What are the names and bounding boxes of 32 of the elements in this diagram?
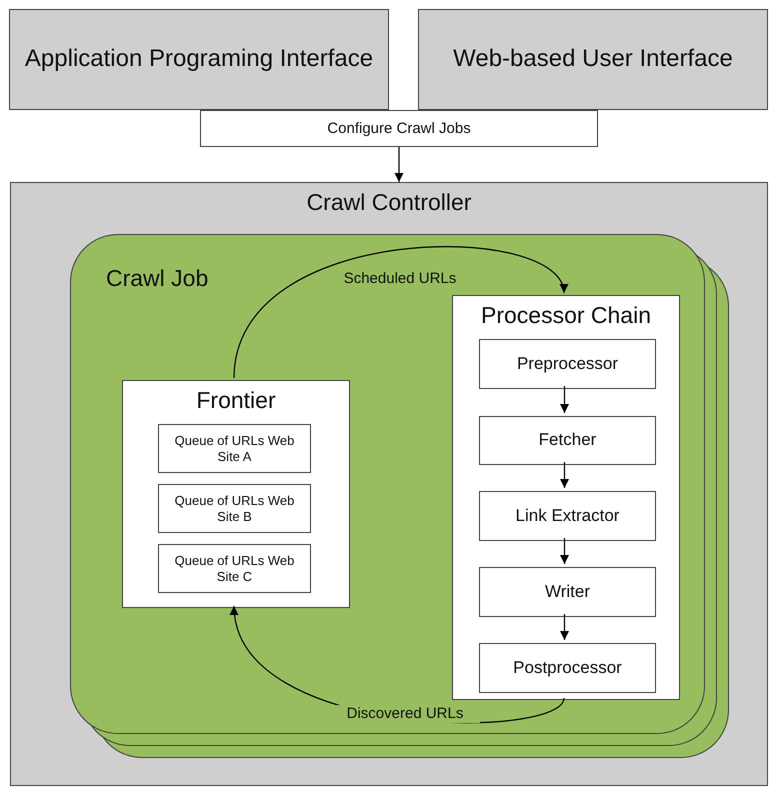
box-label: Queue of URLs Web Site A [174, 432, 296, 464]
arrow [394, 147, 404, 182]
box-label: Link Extractor [516, 506, 620, 526]
interface-box [9, 9, 389, 110]
queue-box [158, 544, 311, 593]
box-label: Queue of URLs Web Site C [174, 552, 296, 584]
arrow [560, 614, 569, 640]
box-label: Writer [544, 582, 590, 602]
process-box [200, 110, 598, 147]
box-title: Application Programing Interface [24, 45, 374, 74]
container-box [122, 380, 350, 608]
process-box [479, 416, 656, 465]
box-label: Postprocessor [513, 658, 622, 678]
queue-box [158, 424, 311, 473]
box-title: Web-based User Interface [453, 45, 733, 74]
process-box [479, 567, 656, 617]
box-label: Queue of URLs Web Site B [174, 492, 296, 524]
box-label: Fetcher [538, 430, 596, 451]
process-box [479, 643, 656, 693]
card-title: Crawl Job [106, 265, 208, 293]
controller-panel [10, 182, 768, 786]
arrow [560, 462, 569, 488]
interface-box [418, 9, 768, 110]
arrow [560, 386, 569, 413]
queue-box [158, 484, 311, 533]
box-title: Frontier [196, 387, 276, 415]
container-box [452, 295, 680, 700]
process-box [479, 491, 656, 541]
arrow [560, 538, 569, 564]
box-label: Configure Crawl Jobs [327, 120, 471, 138]
job-card [70, 234, 705, 734]
panel-title: Crawl Controller [306, 189, 472, 217]
